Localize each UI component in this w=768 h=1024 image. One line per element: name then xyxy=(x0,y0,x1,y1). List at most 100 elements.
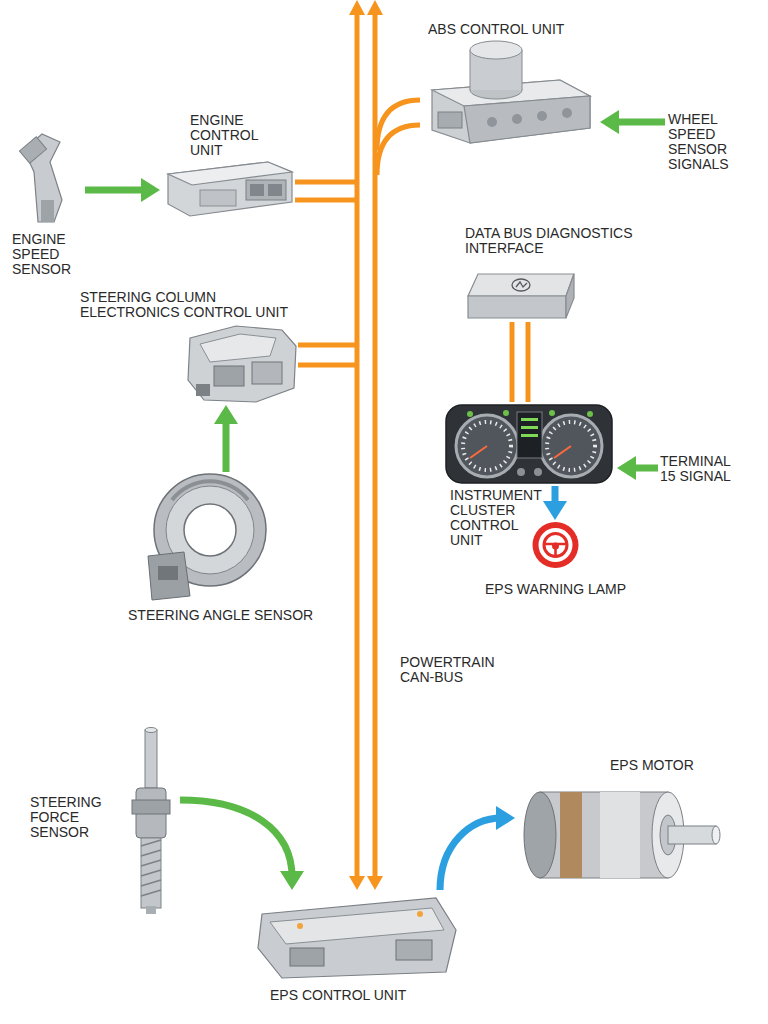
arrowhead xyxy=(280,871,304,890)
connector-line xyxy=(180,800,292,877)
component-label: EPS MOTOR xyxy=(610,758,720,773)
warning-lamp-symbol xyxy=(528,520,583,570)
connector-line xyxy=(295,198,355,203)
motor-body xyxy=(540,792,668,878)
component-label: STEERING FORCE SENSOR xyxy=(30,795,112,840)
engine-control-unit: ENGINE CONTROL UNIT xyxy=(160,112,295,217)
arrowhead xyxy=(367,876,383,890)
bus-arrowhead xyxy=(367,0,383,15)
output-arrow xyxy=(440,806,515,890)
dial-needle xyxy=(470,446,487,458)
eps-control-unit: EPS CONTROL UNIT xyxy=(255,890,455,980)
ecu-connector xyxy=(246,180,286,200)
component-label: ABS CONTROL UNIT xyxy=(428,22,606,37)
signal-arrow xyxy=(600,110,665,134)
instrument-cluster: INSTRUMENT CLUSTER CONTROL UNIT xyxy=(442,402,617,486)
connector-line xyxy=(526,322,531,402)
arrowhead xyxy=(617,456,636,480)
indicator-light xyxy=(549,410,555,416)
display-segment xyxy=(521,418,538,421)
connector-line xyxy=(377,100,420,150)
component-label: TERMINAL 15 SIGNAL xyxy=(660,454,745,484)
abs-port xyxy=(487,117,497,127)
abs-port xyxy=(512,114,522,124)
component-label: EPS WARNING LAMP xyxy=(478,582,633,597)
bus-branch xyxy=(298,345,355,365)
bus-arrowhead xyxy=(349,0,365,15)
cluster-housing xyxy=(446,405,612,483)
connector-line xyxy=(377,125,420,175)
shaft-end xyxy=(145,728,157,733)
signal-source: TERMINAL 15 SIGNAL xyxy=(658,452,748,486)
connector-line xyxy=(295,180,355,185)
connector-line xyxy=(298,343,355,348)
eps-unit-pin xyxy=(297,923,303,929)
abs-front-face xyxy=(464,96,590,143)
arrowhead xyxy=(600,110,619,134)
abs-motor-edge xyxy=(470,50,471,90)
eps-unit-connector xyxy=(290,948,324,966)
shaft-bottom xyxy=(146,906,156,914)
pinion-gear xyxy=(141,838,161,908)
abs-motor-cap xyxy=(470,41,522,59)
sensor-tip xyxy=(41,200,54,222)
arrowhead xyxy=(214,405,238,424)
signal-source: WHEEL SPEED SENSOR SIGNALS xyxy=(665,112,745,176)
dial-needle xyxy=(554,446,571,458)
eps-unit-pin xyxy=(417,911,423,917)
gateway-symbol xyxy=(512,279,530,291)
component-label: STEERING COLUMN ELECTRONICS CONTROL UNIT xyxy=(80,290,310,320)
component-label: DATA BUS DIAGNOSTICS INTERFACE xyxy=(465,226,655,256)
arrowhead xyxy=(543,501,567,520)
eps-unit-body xyxy=(258,898,456,978)
indicator-light xyxy=(467,411,473,417)
component-label: WHEEL SPEED SENSOR SIGNALS xyxy=(668,112,743,172)
connector-line xyxy=(223,418,230,472)
column-unit-clip xyxy=(196,384,210,396)
instrument-cluster-illustration xyxy=(446,405,612,483)
column-unit-top xyxy=(200,334,276,362)
cluster-display xyxy=(517,412,542,458)
ecu-socket xyxy=(268,184,282,196)
engine-speed-sensor-illustration xyxy=(19,134,62,222)
connector-line xyxy=(298,363,355,368)
component-label: STEERING ANGLE SENSOR xyxy=(128,608,358,623)
steering-column-unit-illustration xyxy=(188,326,296,402)
component-label: POWERTRAIN CAN-BUS xyxy=(400,655,510,685)
warning-lamp: EPS WARNING LAMP xyxy=(528,520,583,570)
steering-column-unit: STEERING COLUMN ELECTRONICS CONTROL UNIT xyxy=(78,290,298,405)
connector-line xyxy=(552,486,559,507)
bus-branch xyxy=(295,182,355,200)
abs-unit-illustration xyxy=(432,41,590,143)
arrowhead xyxy=(496,806,515,830)
eps-motor: EPS MOTOR xyxy=(515,758,725,883)
lamp-inner xyxy=(539,528,573,562)
arrowhead xyxy=(349,876,365,890)
gateway-front xyxy=(468,296,566,318)
ecu-body xyxy=(168,162,292,216)
component-label: ENGINE SPEED SENSOR xyxy=(12,232,82,277)
column-unit-body xyxy=(188,326,296,402)
connector-line xyxy=(613,119,665,126)
motor-highlight xyxy=(600,792,640,878)
eps-unit-connector xyxy=(396,940,432,960)
display-segment xyxy=(521,434,538,437)
eps-control-unit-illustration xyxy=(258,898,456,978)
display-segment xyxy=(521,426,538,429)
signal-arrow xyxy=(85,178,160,202)
gateway-side xyxy=(566,274,574,318)
output-arrow xyxy=(543,486,567,520)
sensor-socket xyxy=(158,566,178,580)
column-unit-connector xyxy=(214,366,244,386)
dial-ticks xyxy=(547,422,595,470)
abs-connector xyxy=(438,112,462,128)
connector-line xyxy=(373,872,378,880)
dial-ticks xyxy=(463,422,511,470)
cluster-dial xyxy=(540,415,602,477)
diagnostics-interface: DATA BUS DIAGNOSTICS INTERFACE xyxy=(462,226,642,322)
steering-wheel-rim xyxy=(544,534,567,557)
sensor-ring xyxy=(154,474,266,586)
lamp-disc xyxy=(533,522,579,568)
